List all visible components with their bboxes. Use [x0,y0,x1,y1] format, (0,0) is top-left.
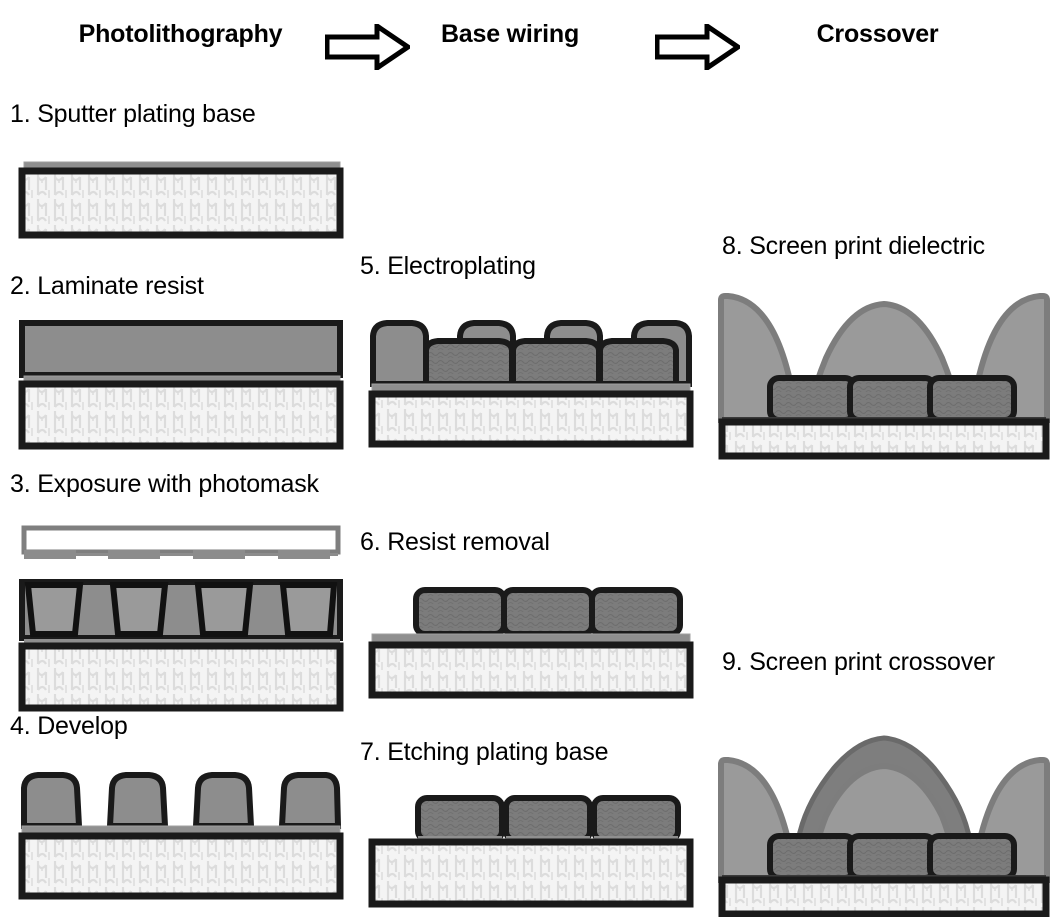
stage-label-photolithography: Photolithography [78,20,283,48]
copper-trace [847,375,937,423]
copper-trace [501,587,595,637]
copper-deposit [423,338,515,387]
copper-trace [591,795,681,843]
copper-traces [413,587,683,637]
stage-label-crossover: Crossover [816,20,939,48]
resist-pillar [106,772,169,829]
step-5-figure [368,318,698,448]
copper-trace [767,833,857,881]
step-2-figure [18,320,348,450]
copper-trace [589,587,683,637]
step-6-title: 6. Resist removal [360,528,550,556]
step-8-figure [716,272,1052,462]
copper-traces [767,833,1017,881]
resist-pillar [370,320,429,387]
step-4-figure [18,770,348,900]
substrate-block [368,838,694,908]
resist-layer [19,320,343,378]
step-3-title: 3. Exposure with photomask [10,470,319,498]
copper-trace [927,375,1017,423]
step-9-title: 9. Screen print crossover [722,648,995,676]
exposed-region [279,582,338,637]
copper-trace [847,833,937,881]
step-4-title: 4. Develop [10,712,128,740]
substrate-block [18,832,344,900]
step-6-figure [368,580,698,700]
step-3-figure [18,525,348,715]
copper-trace [415,795,505,843]
step-7-title: 7. Etching plating base [360,738,609,766]
substrate-block [18,642,344,712]
substrate-block [18,380,344,450]
photomask [21,525,341,559]
developed-resist-pillars [21,772,342,829]
step-8-title: 8. Screen print dielectric [722,232,985,260]
substrate-block [718,418,1050,460]
copper-traces [415,795,681,843]
stage-arrow-2-icon [655,24,740,70]
copper-trace [767,375,857,423]
stage-arrow-1-icon [325,24,410,70]
copper-trace [927,833,1017,881]
resist-pillar [278,772,342,829]
copper-trace [413,587,507,637]
exposed-region [194,582,254,637]
copper-traces [767,375,1017,423]
substrate-block [718,876,1050,917]
step-2-title: 2. Laminate resist [10,272,204,300]
step-1-figure [18,160,348,250]
exposed-region [24,582,84,637]
substrate-block [18,167,344,239]
resist-exposure-layer [19,579,343,641]
copper-deposit [510,338,602,387]
copper-deposit [597,338,679,387]
step-7-figure [368,790,698,910]
resist-pillar [192,772,255,829]
resist-pillar [21,772,83,829]
step-9-figure [716,712,1052,917]
substrate-block [368,641,694,699]
exposed-region [109,582,169,637]
step-1-title: 1. Sputter plating base [10,100,256,128]
step-5-title: 5. Electroplating [360,252,536,280]
substrate-block [368,390,694,448]
stage-label-base-wiring: Base wiring [440,20,580,48]
copper-trace [503,795,593,843]
electroplated-copper [423,338,679,387]
